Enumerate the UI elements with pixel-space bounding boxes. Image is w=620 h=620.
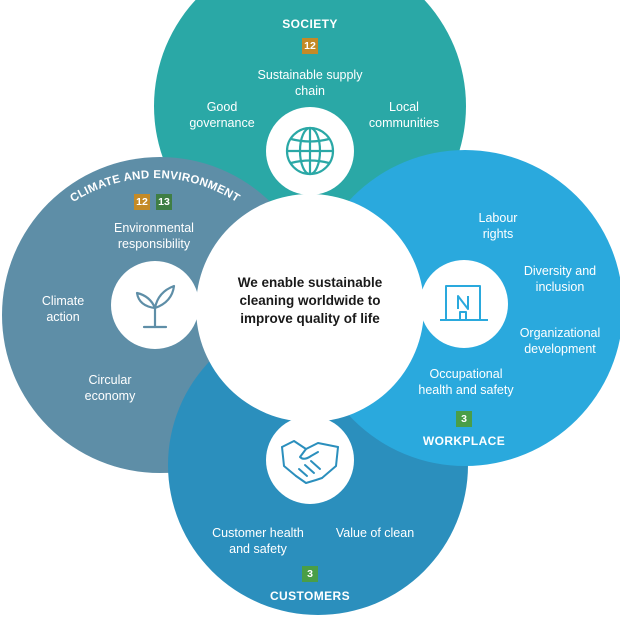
climate-item-environmental-responsibility: Environmental responsibility [114,221,194,251]
sprout-icon [135,284,176,329]
society-item-local-communities: Local communities [368,100,440,130]
customers-item-value-of-clean: Value of clean [335,526,415,540]
center-circle [196,194,424,422]
society-badge-sdg-12: 12 [302,38,318,54]
workplace-item-occupational-health: Occupational health and safety [418,367,514,397]
workplace-item-labour-rights: Labour rights [478,211,518,241]
customers-icon-circle [266,416,354,504]
workplace-item-organizational-development: Organizational development [519,326,601,356]
globe-icon [285,126,335,176]
customers-badge-sdg-3: 3 [302,566,318,582]
climate-item-circular-economy: Circular economy [84,373,136,403]
society-title: SOCIETY [282,17,338,31]
society-item-supply-chain: Sustainable supply chain [257,68,363,98]
customers-item-health-safety: Customer health and safety [212,526,304,556]
workplace-item-diversity-inclusion: Diversity and inclusion [523,264,597,294]
center-mission-text: We enable sustainable cleaning worldwide… [237,275,383,326]
workplace-title: WORKPLACE [422,434,506,448]
customers-title: CUSTOMERS [269,589,351,603]
handshake-icon [281,440,339,484]
climate-badge-sdg-12: 12 [134,194,150,210]
society-item-governance: Good governance [189,100,255,130]
workplace-badge-sdg-3: 3 [456,411,472,427]
climate-badge-sdg-13: 13 [156,194,172,210]
climate-item-climate-action: Climate action [41,294,85,324]
office-door-icon [440,285,488,321]
